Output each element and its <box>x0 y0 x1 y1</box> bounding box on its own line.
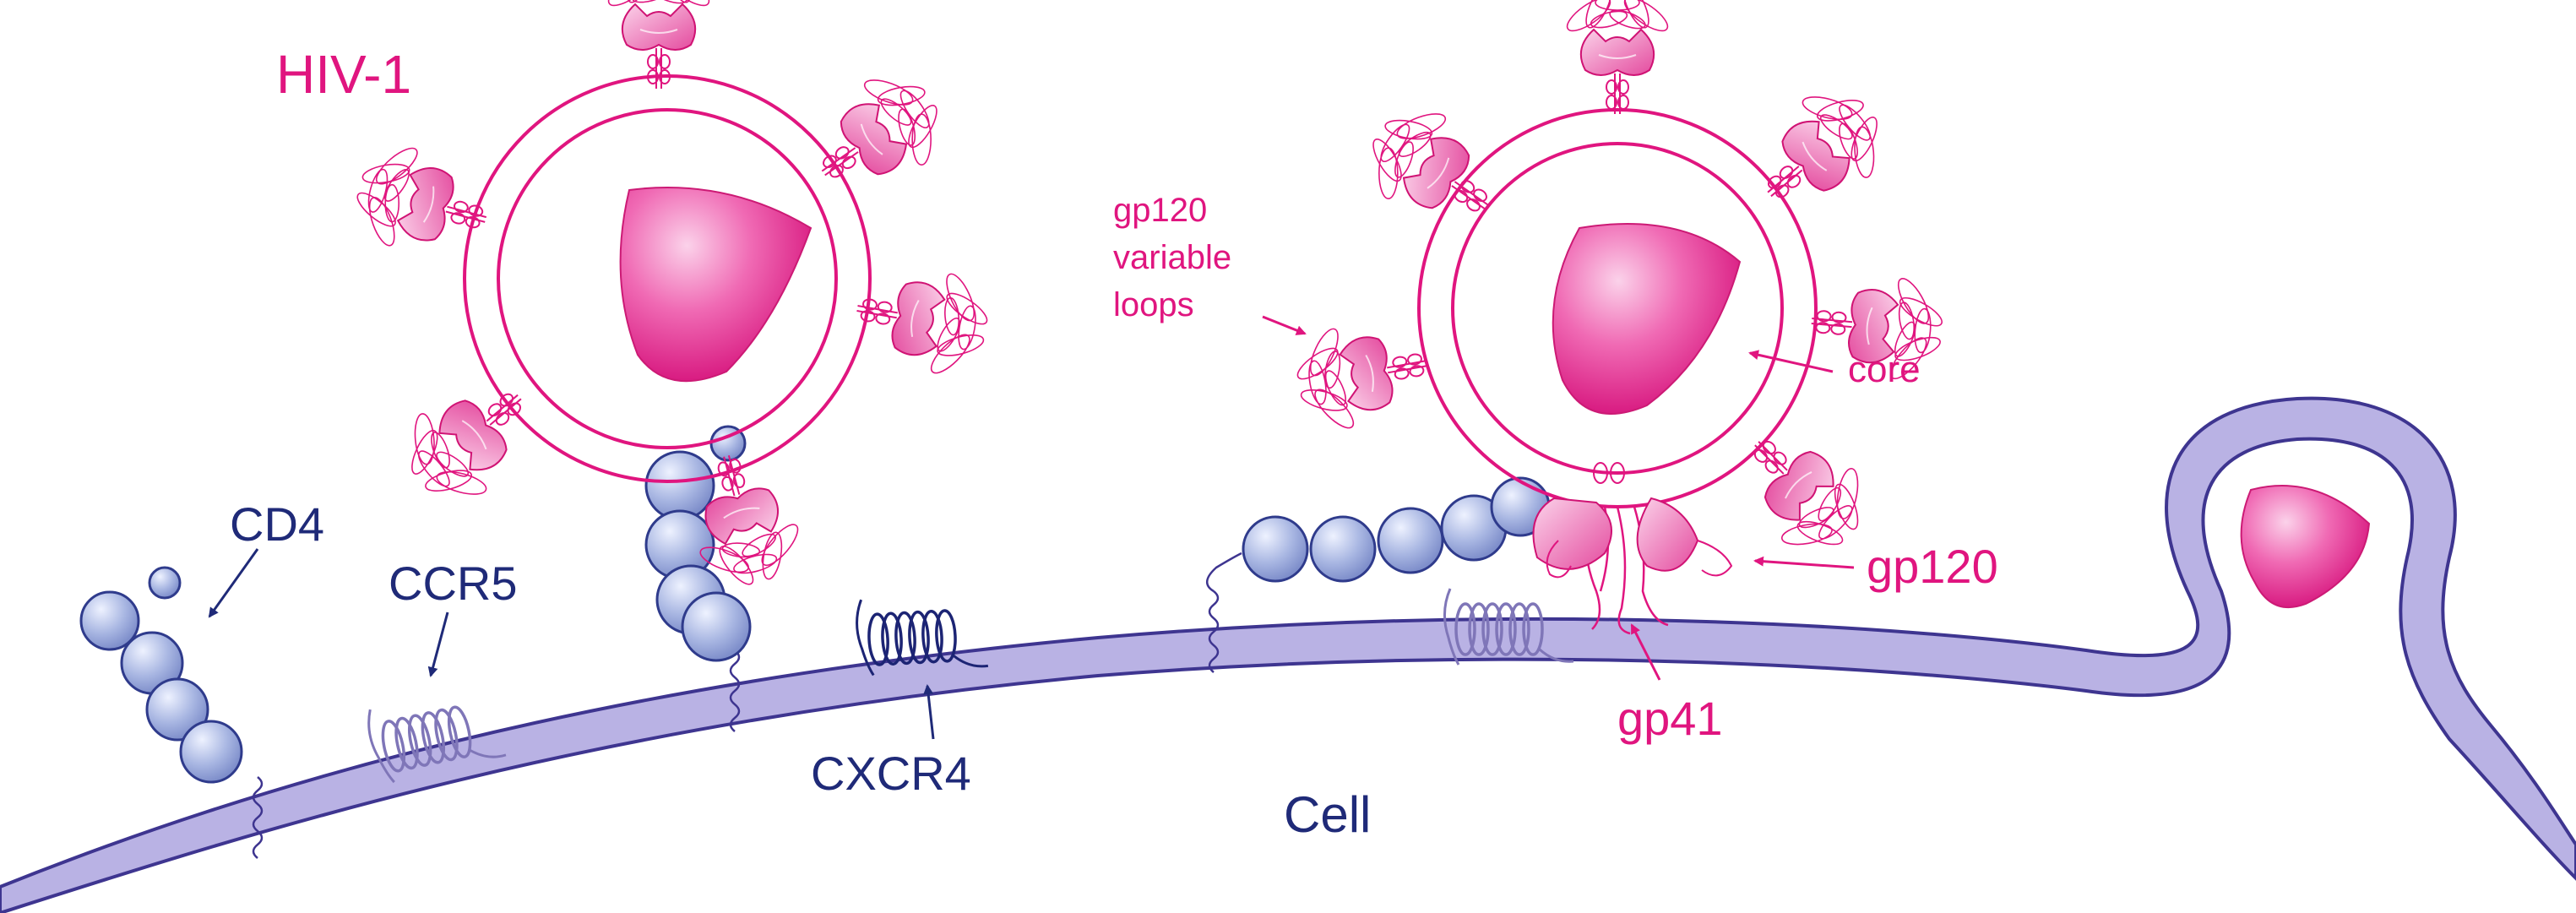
label-cell: Cell <box>1284 786 1371 843</box>
label-cxcr4: CXCR4 <box>811 747 971 800</box>
label-cd4: CD4 <box>230 497 324 551</box>
virion-core <box>1552 223 1742 415</box>
label-ccr5: CCR5 <box>389 557 517 610</box>
label-core: core <box>1848 349 1921 390</box>
cd4-receptor-bound-left <box>644 425 752 733</box>
label-gp120: gp120 <box>1867 540 1998 593</box>
internalized-core <box>2240 485 2371 608</box>
cd4-receptor-free <box>79 566 264 860</box>
cxcr4-receptor <box>854 591 990 678</box>
cell-membrane <box>0 396 2576 913</box>
label-arrows <box>208 315 1855 740</box>
fusion-complex <box>1532 462 1733 635</box>
cd4-receptor-bound-right <box>1206 476 1551 674</box>
virion-core <box>619 187 812 383</box>
label-variable-loops: gp120 variable loops <box>1113 192 1241 323</box>
label-gp41: gp41 <box>1617 692 1723 745</box>
hiv1-virion-right <box>1285 0 1950 635</box>
label-hiv1: HIV-1 <box>276 44 411 105</box>
hiv1-virion-left <box>341 0 999 601</box>
